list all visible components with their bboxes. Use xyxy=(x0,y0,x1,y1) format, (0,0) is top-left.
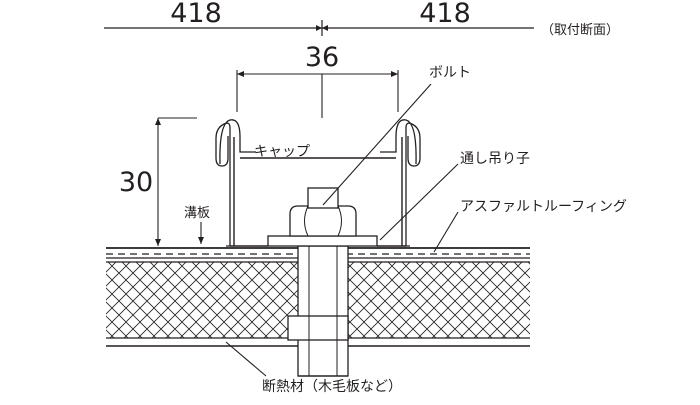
top-nut xyxy=(289,205,357,237)
bolt-label: ボルト xyxy=(429,65,471,81)
span-dimension: 418 418 （取付断面） xyxy=(104,0,619,38)
cap-width-arrow-left xyxy=(237,71,244,77)
bolt-protrusion xyxy=(307,187,339,209)
bolt-leader xyxy=(322,83,432,206)
top-nut-face-right xyxy=(337,205,342,237)
section-note-label: （取付断面） xyxy=(541,23,619,38)
right-rib-fold xyxy=(405,122,421,247)
part-labels: ボルト キャップ 通し吊り子 溝板 アスファルトルーフィング 断熱材（木毛板など… xyxy=(184,65,627,395)
cap-width-dimension: 36 xyxy=(236,42,399,118)
span-arrow-right xyxy=(322,25,328,31)
hanger-leader xyxy=(379,163,459,241)
bolt xyxy=(287,245,349,377)
embedded-nut xyxy=(287,315,349,341)
left-rib-fold xyxy=(215,122,231,247)
leader-lines xyxy=(198,83,459,377)
insulation-leader xyxy=(225,341,267,377)
left-cap-hook xyxy=(219,119,256,165)
rib-height-label: 30 xyxy=(119,167,153,198)
roofing-label: アスファルトルーフィング xyxy=(460,199,627,215)
roofing-leader xyxy=(433,211,459,253)
span-arrow-left xyxy=(316,25,322,31)
right-span-label: 418 xyxy=(419,0,471,29)
cap-width-arrow-right xyxy=(391,71,398,77)
left-span-label: 418 xyxy=(170,0,222,29)
cap-label: キャップ xyxy=(254,144,310,160)
rib-height-dimension: 30 xyxy=(119,117,197,246)
hanger-label: 通し吊り子 xyxy=(460,151,530,167)
groove-plate-label: 溝板 xyxy=(184,206,210,221)
washer-nut xyxy=(267,187,378,247)
cap-width-label: 36 xyxy=(305,42,339,73)
right-cap-hook xyxy=(380,119,417,165)
groove-plate xyxy=(215,119,421,247)
insulation-label: 断熱材（木毛板など） xyxy=(262,379,402,395)
bolt-shank-outer xyxy=(297,245,349,377)
rib-height-arrow-bottom xyxy=(155,239,161,246)
rib-height-arrow-top xyxy=(155,118,161,125)
washer xyxy=(267,235,378,247)
top-nut-face-left xyxy=(304,205,309,237)
